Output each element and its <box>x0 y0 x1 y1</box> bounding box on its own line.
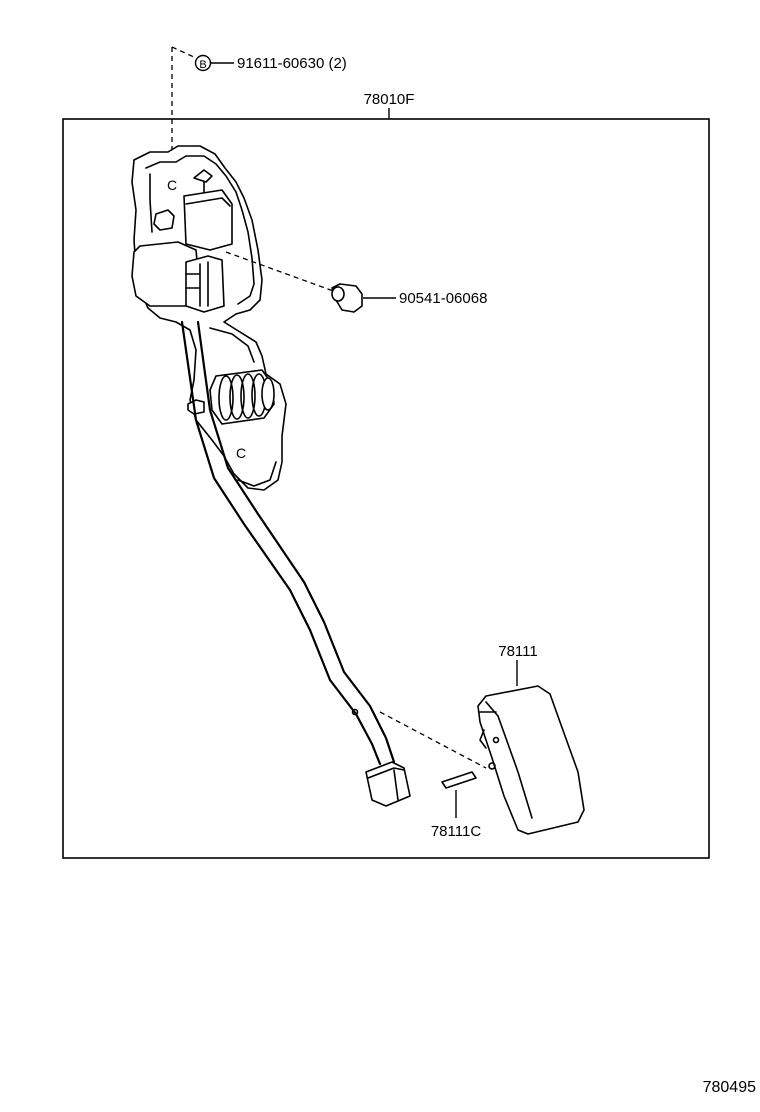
bolt-symbol-letter: B <box>199 59 206 71</box>
assembly-frame <box>62 118 710 859</box>
pad-dashed-leader <box>379 711 487 769</box>
bracket-mark-c-lower: C <box>236 445 246 461</box>
drawing-number: 780495 <box>703 1079 756 1096</box>
pedal-position-sensor <box>153 169 233 251</box>
pedal-end-block <box>365 761 411 807</box>
clip-dashed-leader <box>225 251 337 293</box>
pin-part-number: 78111C <box>431 823 481 840</box>
assembly-part-number: 78010F <box>364 91 415 108</box>
bracket-mark-c-top: C <box>167 177 177 193</box>
pedal-pad <box>477 685 585 835</box>
pedal-arm <box>180 320 396 766</box>
sensor-connector <box>131 241 225 313</box>
clip-part <box>331 283 363 313</box>
bolt-symbol-circle <box>194 54 212 72</box>
clip-part-number: 90541-06068 <box>399 290 487 307</box>
bolt-dashed-leader-top <box>171 46 197 59</box>
return-spring <box>187 369 275 425</box>
bolt-part-number: 91611-60630 (2) <box>237 55 347 72</box>
pad-pin <box>441 771 477 789</box>
pad-part-number: 78111 <box>498 643 538 660</box>
